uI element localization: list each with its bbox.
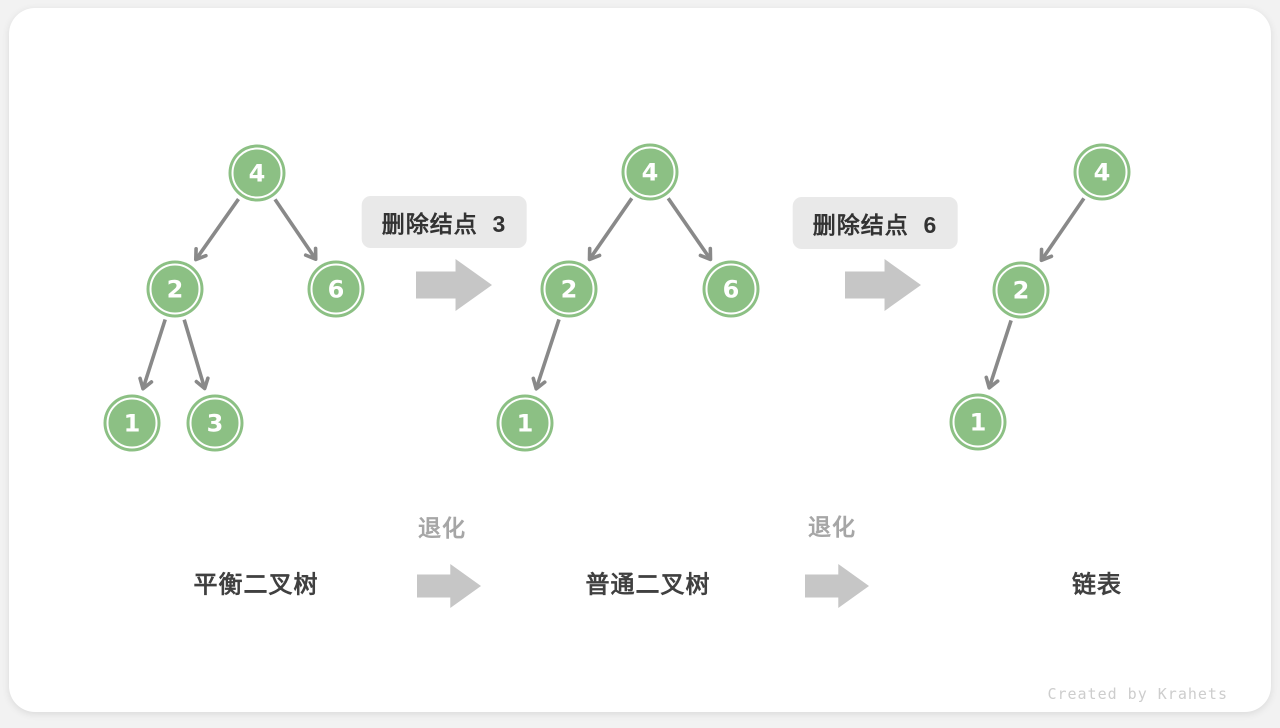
- tree-node-ordinary-binary-tree-2: 2: [543, 263, 595, 315]
- tree-node-linked-list-2: 2: [995, 264, 1047, 316]
- stage-label-balanced-binary-tree: 平衡二叉树: [193, 571, 319, 599]
- tree-edge-linked-list-4-2: [1039, 197, 1086, 263]
- stage-label-linked-list: 链表: [1072, 571, 1122, 599]
- tree-edge-balanced-binary-tree-2-3: [182, 319, 210, 391]
- delete-node-3-badge: 删除结点 3: [361, 196, 527, 248]
- degrade-arrow-icon-1: [417, 564, 481, 608]
- degrade-arrow-icon-2: [805, 564, 869, 608]
- tree-node-balanced-binary-tree-1: 1: [106, 397, 158, 449]
- tree-node-linked-list-1: 1: [952, 396, 1004, 448]
- stage-label-ordinary-binary-tree: 普通二叉树: [585, 571, 711, 599]
- delete-node-6-badge: 删除结点 6: [792, 197, 958, 249]
- tree-node-balanced-binary-tree-4: 4: [231, 147, 283, 199]
- degrade-label-1: 退化: [418, 515, 466, 541]
- tree-edge-balanced-binary-tree-4-2: [194, 198, 240, 262]
- tree-node-linked-list-4: 4: [1076, 146, 1128, 198]
- tree-edge-linked-list-2-1: [984, 319, 1013, 390]
- step-arrow-icon-1: [416, 259, 492, 311]
- tree-edge-ordinary-binary-tree-4-6: [666, 197, 713, 262]
- degrade-label-2: 退化: [808, 514, 856, 540]
- tree-node-balanced-binary-tree-3: 3: [189, 397, 241, 449]
- tree-node-ordinary-binary-tree-6: 6: [705, 263, 757, 315]
- tree-edge-ordinary-binary-tree-4-2: [587, 197, 634, 262]
- tree-node-balanced-binary-tree-6: 6: [310, 263, 362, 315]
- tree-node-ordinary-binary-tree-4: 4: [624, 146, 676, 198]
- tree-edge-balanced-binary-tree-2-1: [138, 318, 167, 391]
- tree-edge-ordinary-binary-tree-2-1: [531, 318, 561, 391]
- credit-text: Created by Krahets: [1047, 685, 1228, 703]
- tree-edge-balanced-binary-tree-4-6: [273, 198, 318, 261]
- step-arrow-icon-2: [845, 259, 921, 311]
- tree-edges-svg: [138, 197, 1086, 391]
- tree-node-balanced-binary-tree-2: 2: [149, 263, 201, 315]
- tree-node-ordinary-binary-tree-1: 1: [499, 397, 551, 449]
